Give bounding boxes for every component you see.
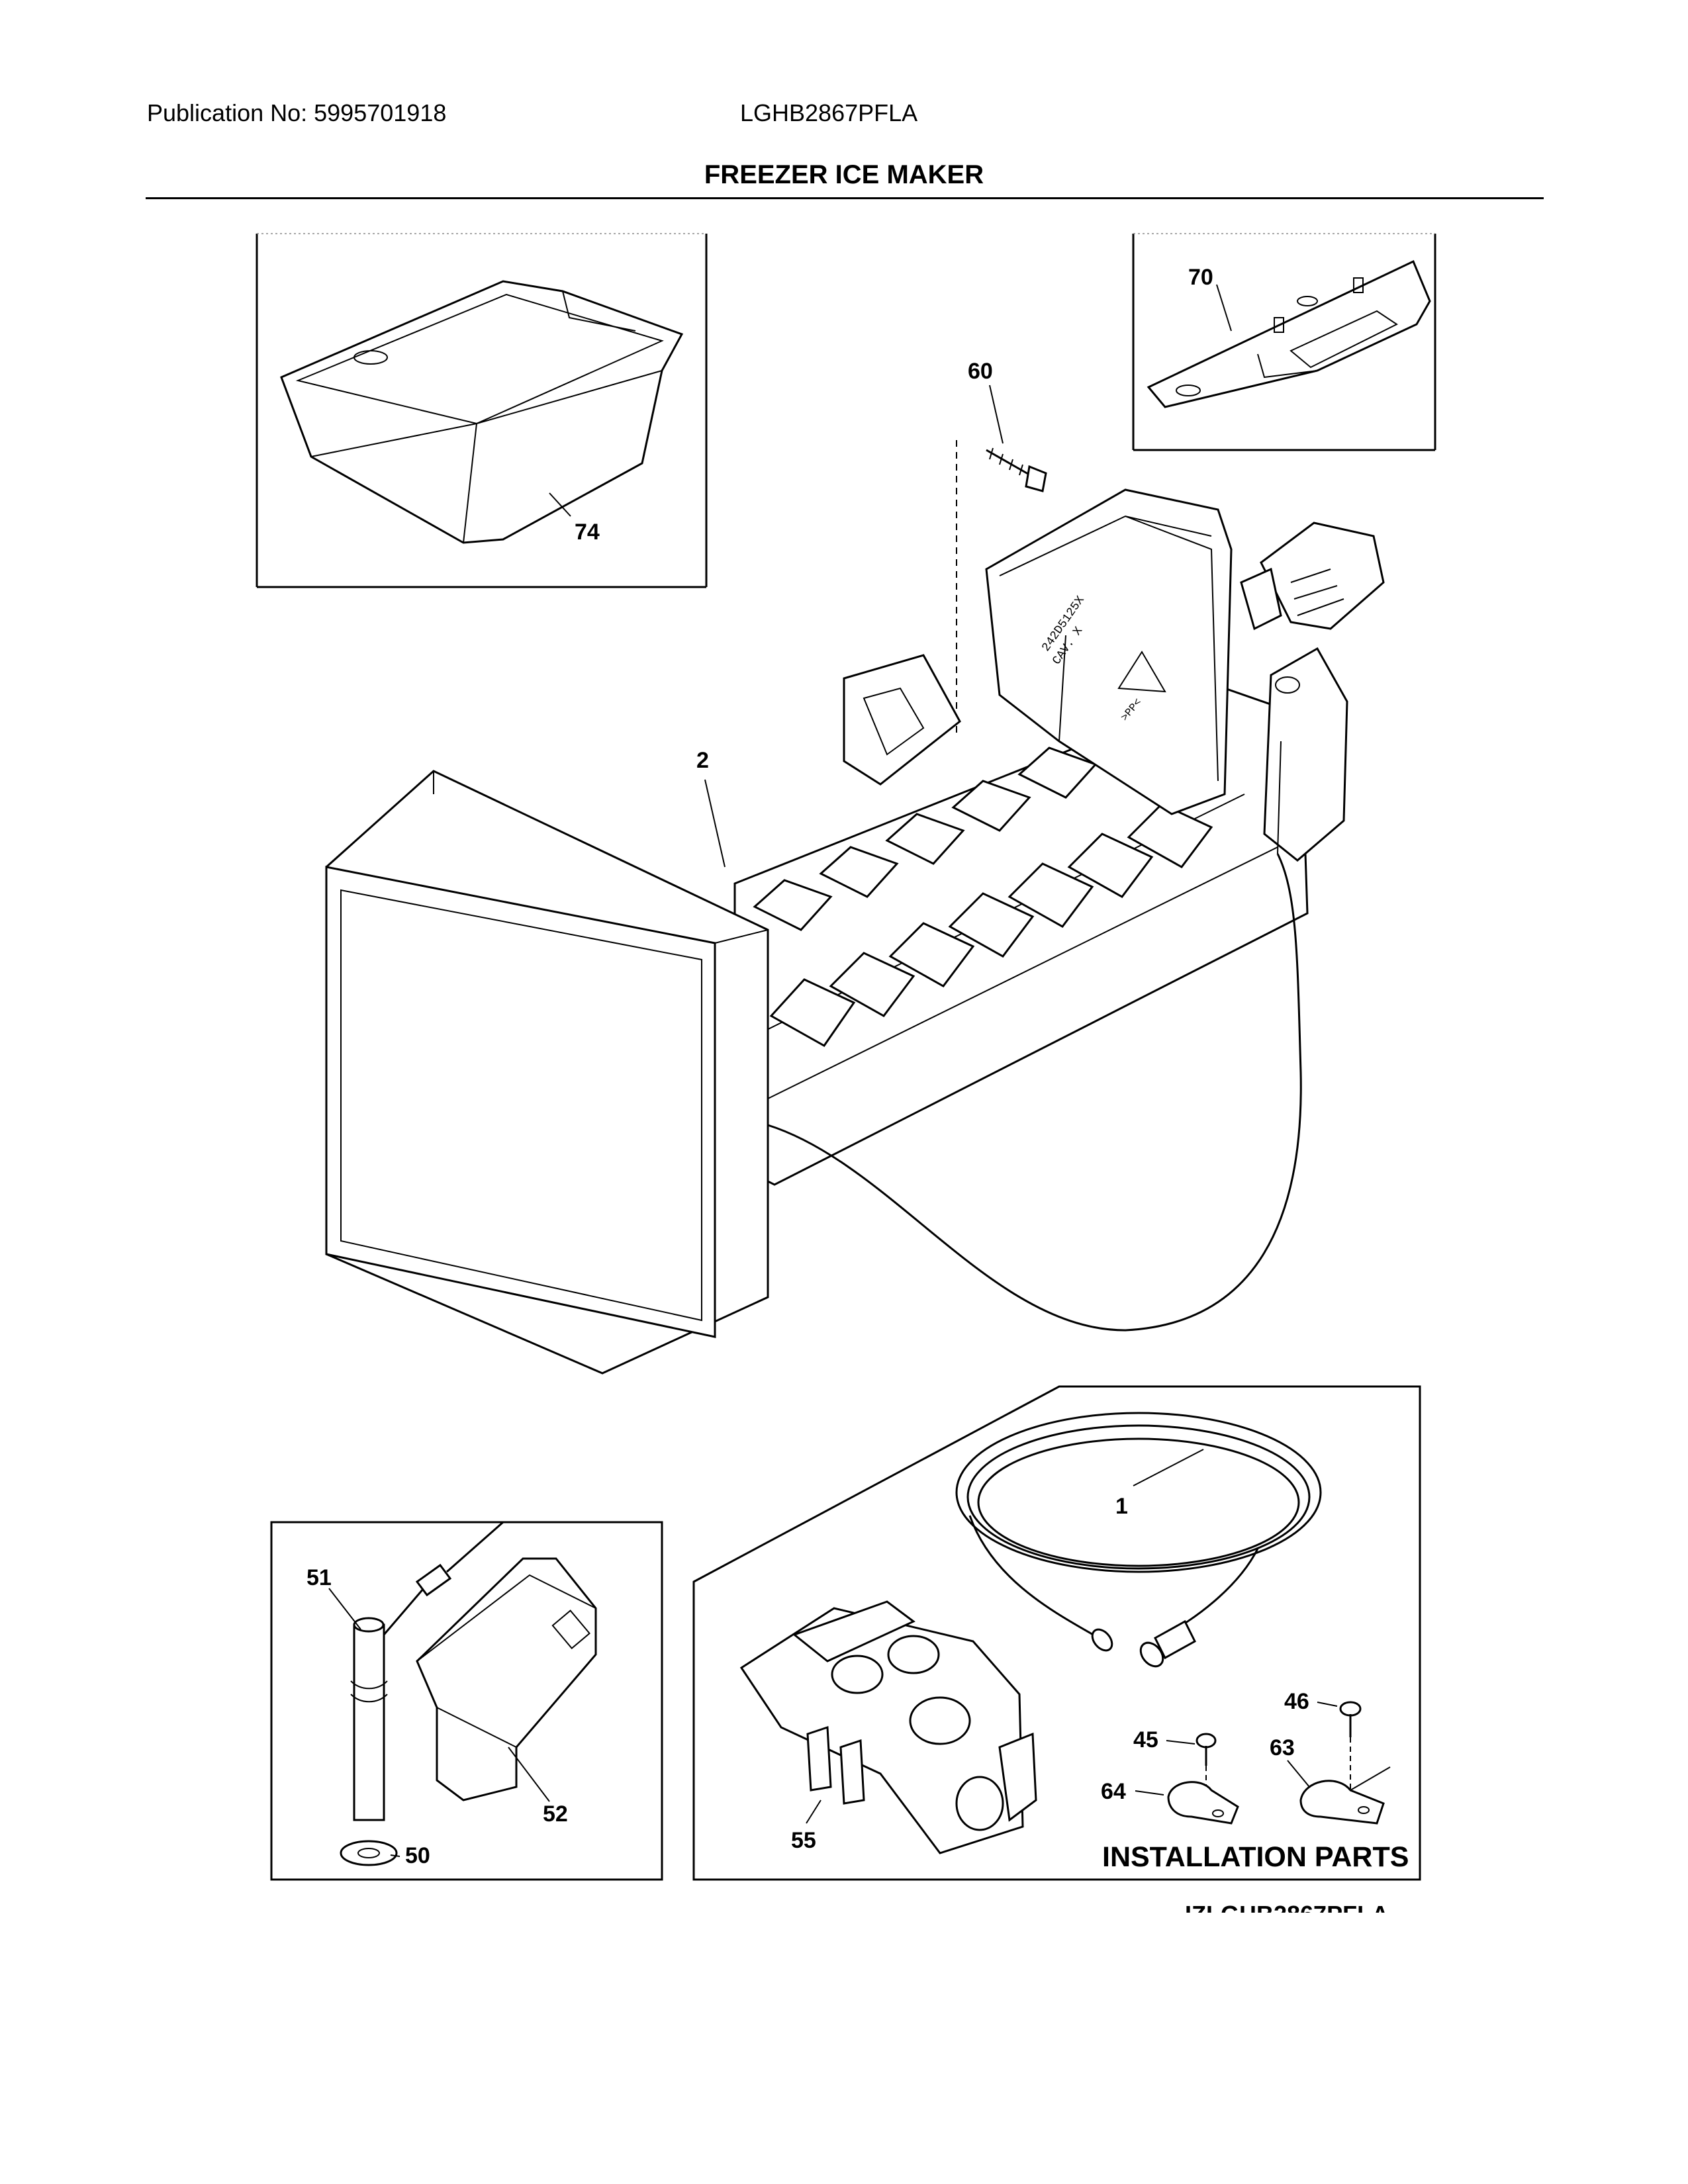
- leader-52: [508, 1747, 550, 1802]
- ice-maker-assembly-drawing: 242D5125X CAV. X >PP<: [325, 488, 1385, 1375]
- recycle-icon: [1117, 651, 1166, 693]
- callout-55: 55: [791, 1828, 816, 1853]
- header-rule: [146, 197, 1544, 199]
- mounting-bracket-drawing: [1147, 259, 1431, 408]
- leader-50: [390, 1854, 400, 1857]
- callout-74: 74: [575, 520, 600, 545]
- leader-51: [328, 1588, 361, 1630]
- leader-74: [549, 492, 571, 517]
- leader-63: [1287, 1760, 1310, 1788]
- model-number: LGHB2867PFLA: [740, 99, 918, 126]
- callout-51: 51: [306, 1565, 332, 1590]
- diagram-code: IZLGHB2867PFLA: [1185, 1901, 1389, 1928]
- installation-parts-label: INSTALLATION PARTS: [1102, 1841, 1409, 1873]
- leader-64: [1135, 1790, 1164, 1796]
- screw-46-drawing: [1339, 1701, 1362, 1737]
- water-line-coil-drawing: [955, 1412, 1322, 1668]
- clamp-63-drawing: [1299, 1766, 1391, 1825]
- bucket-box: [256, 233, 708, 588]
- fill-tube-box: [270, 1521, 663, 1881]
- screw-45-drawing: [1196, 1733, 1217, 1766]
- callout-64: 64: [1101, 1779, 1126, 1804]
- callout-46: 46: [1284, 1689, 1309, 1714]
- leader-60: [989, 385, 1004, 444]
- callout-60: 60: [968, 359, 993, 384]
- ice-bucket-drawing: [280, 280, 684, 544]
- leader-55: [806, 1799, 821, 1824]
- callout-50: 50: [405, 1843, 430, 1868]
- leader-1: [1133, 1449, 1204, 1486]
- callout-1: 1: [1115, 1494, 1128, 1519]
- callout-2: 2: [696, 748, 709, 773]
- water-valve-drawing: [739, 1600, 1037, 1854]
- leader-46: [1317, 1702, 1338, 1707]
- publication-number: Publication No: 5995701918: [147, 99, 447, 126]
- installation-parts-box: [692, 1385, 1421, 1881]
- fill-tube-drawing: [340, 1521, 504, 1866]
- diagram-code-clip: IZLGHB2867PFLA: [1185, 1901, 1389, 1928]
- bracket-box: [1132, 233, 1436, 451]
- callout-63: 63: [1270, 1735, 1295, 1760]
- callout-52: 52: [543, 1801, 568, 1827]
- leader-70: [1216, 284, 1232, 332]
- screw-60-drawing: [986, 447, 1047, 492]
- clamp-64-drawing: [1167, 1781, 1239, 1825]
- callout-70: 70: [1188, 265, 1213, 290]
- leader-45: [1166, 1740, 1196, 1745]
- leader-2: [704, 779, 726, 868]
- page-title: FREEZER ICE MAKER: [704, 160, 984, 189]
- heater-cover-drawing: [416, 1557, 597, 1801]
- callout-45: 45: [1133, 1727, 1158, 1752]
